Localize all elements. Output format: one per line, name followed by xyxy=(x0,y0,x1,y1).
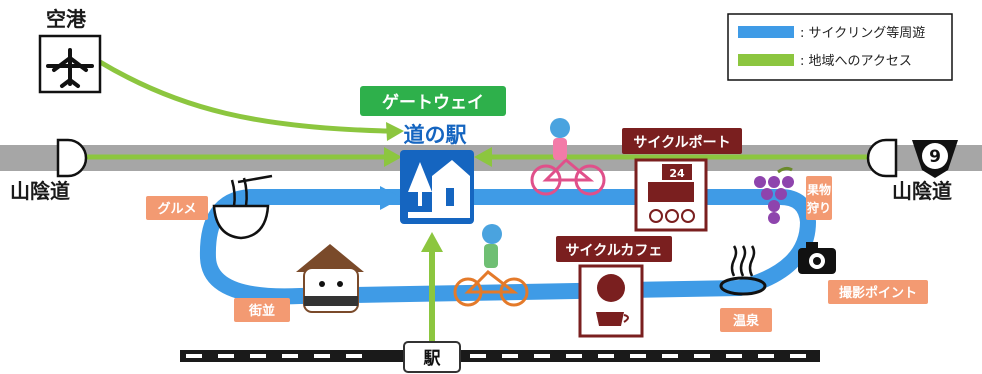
access-arrow-left xyxy=(384,147,402,167)
legend-box xyxy=(727,13,953,81)
fruit-picking-label-1: 果物 xyxy=(806,182,831,197)
michi-no-eki-label: 道の駅 xyxy=(404,123,468,147)
gourmet-tag xyxy=(146,196,208,220)
airplane-icon xyxy=(46,48,94,88)
legend-swatch-cycling xyxy=(738,26,794,38)
cycle-port-tag xyxy=(622,128,742,154)
camera-icon xyxy=(798,242,836,274)
photo-point-tag xyxy=(828,280,928,304)
ramen-bowl-icon xyxy=(212,174,273,240)
airport-label: 空港 xyxy=(46,7,87,31)
airport-access-curve xyxy=(98,59,389,134)
cyclist-pink-icon xyxy=(530,118,606,196)
fruit-picking-tag xyxy=(806,176,832,220)
route-number: 9 xyxy=(929,147,941,167)
gourmet-label: グルメ xyxy=(157,201,196,217)
photo-point-label: 撮影ポイント xyxy=(839,285,917,301)
townscape-tag xyxy=(234,298,290,322)
station-access-arrow xyxy=(421,232,443,252)
cycling-arrow xyxy=(380,186,402,210)
railway-ties xyxy=(186,354,806,358)
gateway-badge xyxy=(360,86,506,116)
legend-label-access: : 地域へのアクセス xyxy=(800,54,912,69)
sanin-left-label: 山陰道 xyxy=(10,179,70,203)
hot-spring-tag xyxy=(720,308,772,332)
grape-icon xyxy=(754,166,794,224)
townscape-label: 街並 xyxy=(248,303,275,319)
cycle-port-label: サイクルポート xyxy=(633,134,730,151)
station-label: 駅 xyxy=(423,349,442,369)
sanin-right-label: 山陰道 xyxy=(892,179,952,203)
expressway-marker-left xyxy=(56,138,88,178)
house-character-icon xyxy=(296,244,364,313)
cycle-cafe-tag xyxy=(556,236,672,262)
fruit-picking-label-2: 狩り xyxy=(807,200,831,215)
station-box xyxy=(403,341,461,373)
legend-label-cycling: : サイクリング等周遊 xyxy=(800,25,925,41)
railway xyxy=(180,350,820,362)
coffee-cup-icon xyxy=(596,312,624,326)
access-arrow-right xyxy=(474,147,492,167)
gateway-label: ゲートウェイ xyxy=(382,92,484,113)
cyclist-orange-icon xyxy=(453,224,529,307)
airport-access-arrow xyxy=(386,122,404,141)
hot-spring-icon xyxy=(719,245,767,296)
legend-swatch-access xyxy=(738,54,794,66)
expressway-marker-right xyxy=(866,138,898,178)
hot-spring-label: 温泉 xyxy=(733,313,760,329)
cycle-cafe-label: サイクルカフェ xyxy=(566,243,663,259)
cycle-port-sign: 24 xyxy=(669,167,685,180)
